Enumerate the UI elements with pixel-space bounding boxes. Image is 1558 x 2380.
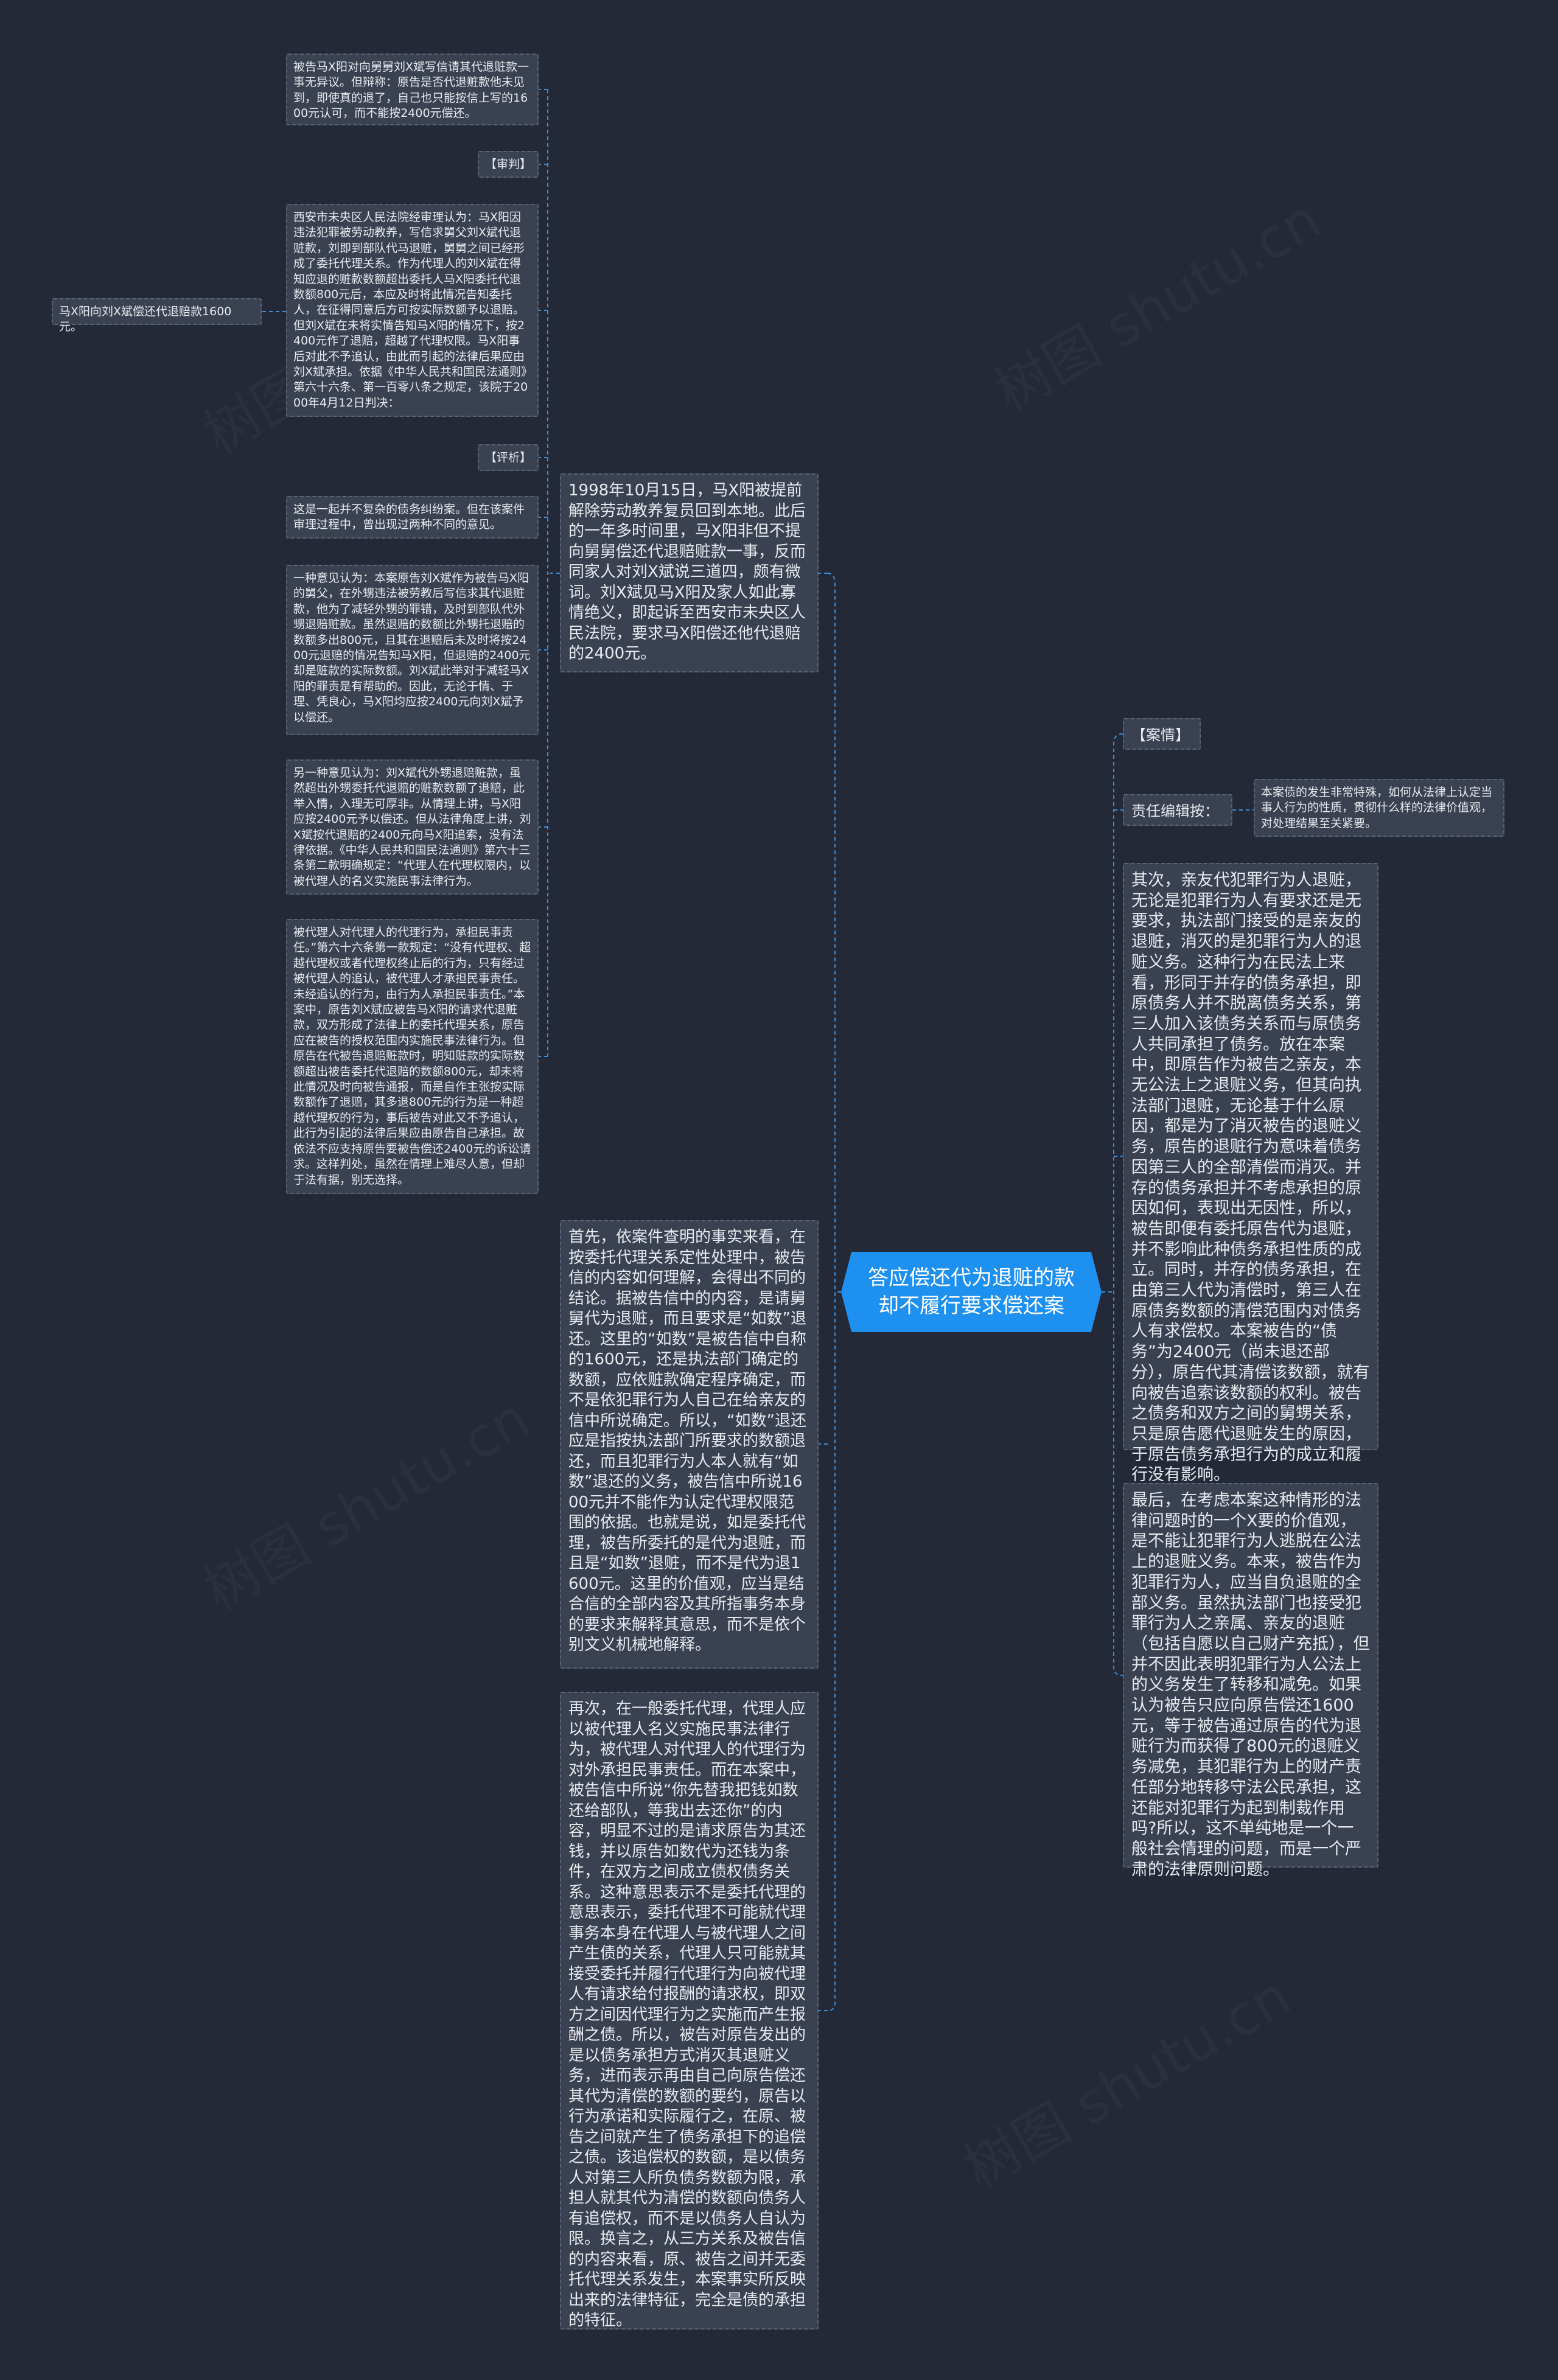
branch-first-point-text: 首先，依案件查明的事实来看，在按委托代理关系定性处理中，被告信的内容如何理解，会…	[568, 1228, 806, 1654]
branch-background-text: 1998年10月15日，马X阳被提前解除劳动教养复员回到本地。此后的一年多时间里…	[568, 481, 806, 663]
branch-case-facts-text: 【案情】	[1131, 727, 1190, 744]
branch-editor-note[interactable]: 责任编辑按：	[1123, 794, 1232, 826]
sub-court-finding[interactable]: 西安市未央区人民法院经审理认为：马X阳因违法犯罪被劳动教养，写信求舅父刘X斌代退…	[286, 204, 539, 417]
branch-second-point[interactable]: 其次，亲友代犯罪行为人退赃，无论是犯罪行为人有要求还是无要求，执法部门接受的是亲…	[1123, 863, 1378, 1484]
sub-trial-label[interactable]: 【审判】	[478, 151, 539, 178]
sub-court-finding-text: 西安市未央区人民法院经审理认为：马X阳因违法犯罪被劳动教养，写信求舅父刘X斌代退…	[293, 211, 528, 410]
branch-last-point-text: 最后，在考虑本案这种情形的法律问题时的一个X要的价值观，是不能让犯罪行为人逃脱在…	[1131, 1491, 1370, 1879]
sub-opinion-two-cont-text: 被代理人对代理人的代理行为，承担民事责任。”第六十六条第一款规定：“没有代理权、…	[293, 926, 531, 1187]
branch-second-point-text: 其次，亲友代犯罪行为人退赃，无论是犯罪行为人有要求还是无要求，执法部门接受的是亲…	[1131, 871, 1370, 1485]
sub-analysis-label[interactable]: 【评析】	[478, 444, 539, 471]
sub-two-opinions-text: 这是一起并不复杂的债务纠纷案。但在该案件审理过程中，曾出现过两种不同的意见。	[293, 503, 525, 532]
branch-third-point-text: 再次，在一般委托代理，代理人应以被代理人名义实施民事法律行为，被代理人对代理人的…	[568, 1700, 806, 2329]
sub-opinion-two-text: 另一种意见认为：刘X斌代外甥退赔赃款，虽然超出外甥委托代退赔的赃款数额了退赔，此…	[293, 766, 531, 888]
leaf-judgment-text: 马X阳向刘X斌偿还代退赔款1600元。	[59, 305, 232, 334]
branch-background[interactable]: 1998年10月15日，马X阳被提前解除劳动教养复员回到本地。此后的一年多时间里…	[560, 473, 819, 672]
sub-trial-label-text: 【审判】	[485, 158, 532, 171]
root-topic-text: 答应偿还代为退赃的款却不履行要求偿还案	[868, 1266, 1075, 1318]
sub-analysis-label-text: 【评析】	[485, 451, 532, 464]
link-right-spine	[1113, 733, 1123, 1676]
sub-opinion-two-cont[interactable]: 被代理人对代理人的代理行为，承担民事责任。”第六十六条第一款规定：“没有代理权、…	[286, 919, 539, 1194]
sub-two-opinions[interactable]: 这是一起并不复杂的债务纠纷案。但在该案件审理过程中，曾出现过两种不同的意见。	[286, 496, 539, 539]
sub-defense-text: 被告马X阳对向舅舅刘X斌写信请其代退赃款一事无异议。但辩称：原告是否代退赃款他未…	[293, 60, 529, 120]
sub-opinion-one[interactable]: 一种意见认为：本案原告刘X斌作为被告马X阳的舅父，在外甥违法被劳教后写信求其代退…	[286, 565, 539, 735]
branch-editor-note-label: 责任编辑按：	[1131, 803, 1219, 820]
branch-first-point[interactable]: 首先，依案件查明的事实来看，在按委托代理关系定性处理中，被告信的内容如何理解，会…	[560, 1220, 819, 1669]
leaf-editor-note[interactable]: 本案债的发生非常特殊，如何从法律上认定当事人行为的性质，贯彻什么样的法律价值观，…	[1254, 779, 1504, 837]
leaf-judgment[interactable]: 马X阳向刘X斌偿还代退赔款1600元。	[52, 298, 262, 333]
branch-third-point[interactable]: 再次，在一般委托代理，代理人应以被代理人名义实施民事法律行为，被代理人对代理人的…	[560, 1692, 819, 2329]
root-topic[interactable]: 答应偿还代为退赃的款却不履行要求偿还案	[841, 1252, 1102, 1332]
sub-opinion-two[interactable]: 另一种意见认为：刘X斌代外甥退赔赃款，虽然超出外甥委托代退赔的赃款数额了退赔，此…	[286, 759, 539, 895]
sub-opinion-one-text: 一种意见认为：本案原告刘X斌作为被告马X阳的舅父，在外甥违法被劳教后写信求其代退…	[293, 571, 531, 724]
branch-last-point[interactable]: 最后，在考虑本案这种情形的法律问题时的一个X要的价值观，是不能让犯罪行为人逃脱在…	[1123, 1483, 1378, 1879]
link-left-spine	[827, 573, 836, 2011]
leaf-editor-note-text: 本案债的发生非常特殊，如何从法律上认定当事人行为的性质，贯彻什么样的法律价值观，…	[1261, 786, 1493, 830]
sub-defense[interactable]: 被告马X阳对向舅舅刘X斌写信请其代退赃款一事无异议。但辩称：原告是否代退赃款他未…	[286, 54, 539, 125]
branch-case-facts[interactable]: 【案情】	[1123, 718, 1201, 750]
